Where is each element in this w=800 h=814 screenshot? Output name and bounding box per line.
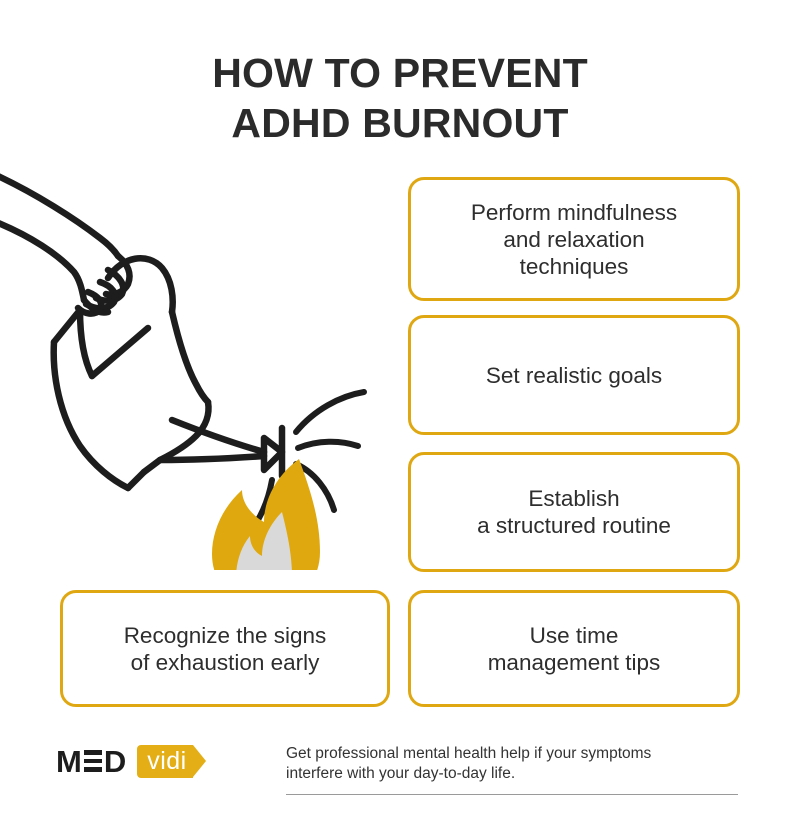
footer-disclaimer-line-2: interfere with your day-to-day life. bbox=[286, 765, 516, 782]
tip-card-line: a structured routine bbox=[477, 513, 671, 538]
tip-card-line: Recognize the signs bbox=[123, 622, 327, 648]
flame-icon bbox=[212, 459, 320, 570]
footer-disclaimer: Get professional mental health help if y… bbox=[286, 744, 716, 784]
tip-card-line: techniques bbox=[519, 253, 629, 279]
flame-outer bbox=[212, 459, 320, 570]
logo-letter-m: M bbox=[56, 743, 82, 779]
tip-card-perform-mindfulness[interactable]: Perform mindfulness and relaxation techn… bbox=[408, 177, 740, 301]
watering-can-icon bbox=[50, 255, 286, 492]
medvidi-logo[interactable]: M D vidi bbox=[56, 742, 206, 780]
page-title: HOW TO PREVENT ADHD BURNOUT bbox=[0, 48, 800, 148]
tip-card-line: Perform mindfulness bbox=[470, 199, 678, 225]
tip-card-line: management tips bbox=[487, 649, 661, 675]
footer-divider bbox=[286, 794, 738, 795]
page-title-line-1: HOW TO PREVENT bbox=[212, 50, 588, 96]
logo-letter-e-icon bbox=[83, 750, 102, 772]
page-title-line-2: ADHD BURNOUT bbox=[231, 100, 569, 146]
watering-can-illustration bbox=[0, 173, 367, 570]
tip-card-recognize-signs-of-exhaustion[interactable]: Recognize the signs of exhaustion early bbox=[60, 590, 390, 707]
logo-wordmark-med: M D bbox=[56, 743, 127, 779]
tip-card-line: Set realistic goals bbox=[485, 362, 663, 388]
logo-tag-vidi: vidi bbox=[137, 744, 206, 778]
logo-tag-label: vidi bbox=[147, 746, 187, 775]
tip-card-line: of exhaustion early bbox=[130, 649, 320, 675]
tip-card-establish-structured-routine[interactable]: Establish a structured routine bbox=[408, 452, 740, 572]
footer-disclaimer-line-1: Get professional mental health help if y… bbox=[286, 745, 652, 762]
hand-icon bbox=[0, 173, 133, 317]
tip-card-line: Establish bbox=[528, 486, 620, 511]
flame-inner bbox=[236, 512, 292, 570]
logo-letter-d: D bbox=[103, 743, 127, 779]
tip-card-set-realistic-goals[interactable]: Set realistic goals bbox=[408, 315, 740, 435]
tip-card-use-time-management-tips[interactable]: Use time management tips bbox=[408, 590, 740, 707]
tip-card-line: Use time bbox=[529, 622, 619, 648]
tip-card-line: and relaxation bbox=[503, 226, 645, 252]
